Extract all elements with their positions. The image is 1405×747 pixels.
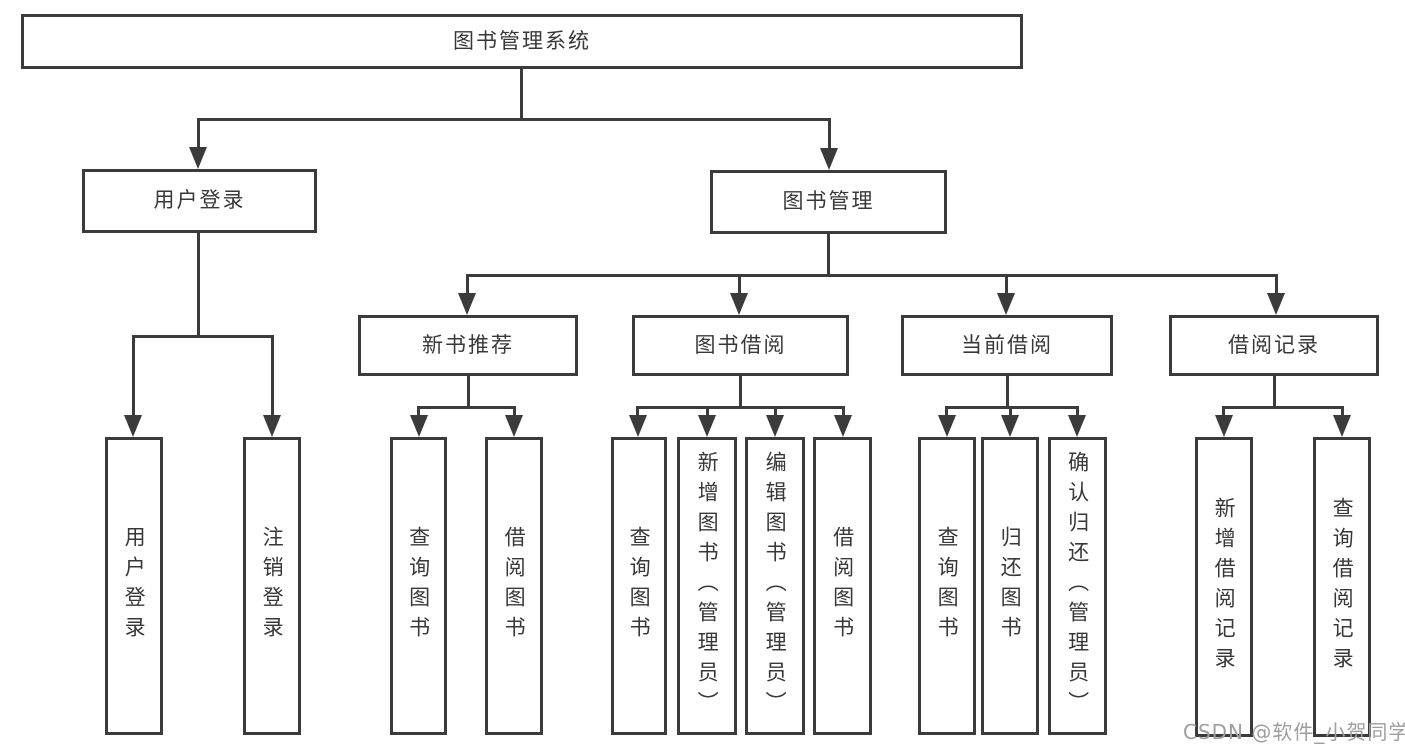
leaf-label: 新增图书（管理员） bbox=[695, 451, 720, 721]
connector-line bbox=[945, 406, 1079, 409]
connector-arrow bbox=[730, 293, 748, 315]
connector-line bbox=[706, 406, 709, 417]
leaf-label: 借阅图书 bbox=[502, 526, 527, 646]
connector-arrow bbox=[1068, 415, 1086, 437]
connector-arrow bbox=[1333, 415, 1351, 437]
leaf-label: 查询借阅记录 bbox=[1330, 497, 1355, 677]
connector-line bbox=[1076, 406, 1079, 417]
connector-arrow bbox=[938, 415, 956, 437]
connector-line bbox=[132, 335, 274, 338]
leaf-add-book-admin: 新增图书（管理员） bbox=[677, 437, 737, 735]
connector-line bbox=[739, 376, 742, 407]
connector-arrow bbox=[124, 415, 142, 437]
connector-arrow bbox=[1267, 293, 1285, 315]
node-label: 图书管理系统 bbox=[453, 28, 591, 53]
leaf-label: 归还图书 bbox=[998, 526, 1023, 646]
leaf-query-books-recommend: 查询图书 bbox=[390, 437, 447, 735]
connector-line bbox=[417, 406, 420, 417]
connector-arrow bbox=[698, 415, 716, 437]
connector-line bbox=[842, 406, 845, 417]
leaf-label: 新增借阅记录 bbox=[1212, 497, 1237, 677]
connector-line bbox=[271, 335, 274, 416]
connector-arrow bbox=[834, 415, 852, 437]
connector-line bbox=[132, 335, 135, 416]
connector-arrow bbox=[629, 415, 647, 437]
connector-line bbox=[1222, 406, 1225, 417]
leaf-query-books-current: 查询图书 bbox=[918, 437, 976, 735]
connector-line bbox=[738, 274, 741, 294]
connector-arrow bbox=[1215, 415, 1233, 437]
connector-line bbox=[466, 274, 469, 294]
leaf-borrow-books-borrowing: 借阅图书 bbox=[813, 437, 872, 735]
connector-line bbox=[1273, 376, 1276, 407]
connector-line bbox=[945, 406, 948, 417]
connector-arrow bbox=[997, 293, 1015, 315]
connector-line bbox=[827, 234, 830, 276]
leaf-user-login: 用户登录 bbox=[105, 437, 163, 735]
connector-line bbox=[1006, 376, 1009, 407]
connector-arrow bbox=[1001, 415, 1019, 437]
node-user-login: 用户登录 bbox=[82, 169, 317, 233]
leaf-label: 确认归还（管理员） bbox=[1065, 451, 1090, 721]
connector-arrow bbox=[505, 415, 523, 437]
connector-arrow bbox=[458, 293, 476, 315]
node-book-management: 图书管理 bbox=[710, 170, 947, 234]
leaf-confirm-return-admin: 确认归还（管理员） bbox=[1048, 437, 1107, 735]
node-label: 新书推荐 bbox=[422, 332, 514, 357]
node-book-borrowing: 图书借阅 bbox=[632, 315, 849, 376]
connector-arrow bbox=[820, 148, 838, 170]
leaf-edit-book-admin: 编辑图书（管理员） bbox=[745, 437, 805, 735]
node-label: 用户登录 bbox=[153, 188, 246, 213]
leaf-borrow-books-recommend: 借阅图书 bbox=[485, 437, 543, 735]
leaf-add-borrow-record: 新增借阅记录 bbox=[1195, 437, 1253, 737]
connector-line bbox=[828, 118, 831, 149]
connector-line bbox=[636, 406, 639, 417]
node-new-book-recommend: 新书推荐 bbox=[358, 315, 578, 376]
leaf-label: 注销登录 bbox=[260, 526, 285, 646]
connector-line bbox=[1009, 406, 1012, 417]
node-current-borrowing: 当前借阅 bbox=[901, 315, 1113, 376]
node-label: 图书管理 bbox=[782, 189, 875, 214]
connector-line bbox=[520, 69, 523, 118]
connector-line bbox=[417, 406, 516, 409]
connector-line bbox=[197, 118, 831, 121]
leaf-query-borrow-record: 查询借阅记录 bbox=[1313, 437, 1371, 737]
leaf-return-book: 归还图书 bbox=[981, 437, 1039, 735]
connector-line bbox=[513, 406, 516, 417]
leaf-label: 查询图书 bbox=[935, 526, 960, 646]
node-label: 当前借阅 bbox=[961, 332, 1053, 357]
leaf-label: 编辑图书（管理员） bbox=[763, 451, 788, 721]
connector-line bbox=[197, 118, 200, 148]
connector-line bbox=[1341, 406, 1344, 417]
connector-line bbox=[636, 406, 845, 409]
connector-line bbox=[1005, 274, 1008, 294]
leaf-logout: 注销登录 bbox=[243, 437, 301, 735]
connector-line bbox=[197, 233, 200, 335]
connector-arrow bbox=[766, 415, 784, 437]
leaf-query-books-borrowing: 查询图书 bbox=[611, 437, 667, 735]
leaf-label: 用户登录 bbox=[122, 526, 147, 646]
connector-line bbox=[467, 376, 470, 407]
leaf-label: 查询图书 bbox=[406, 526, 431, 646]
node-label: 图书借阅 bbox=[694, 332, 787, 357]
connector-line bbox=[1222, 406, 1344, 409]
connector-arrow bbox=[263, 415, 281, 437]
leaf-label: 查询图书 bbox=[627, 526, 652, 646]
connector-arrow bbox=[189, 147, 207, 169]
connector-line bbox=[774, 406, 777, 417]
node-library-management-system: 图书管理系统 bbox=[21, 14, 1023, 69]
connector-line bbox=[466, 274, 1278, 277]
node-label: 借阅记录 bbox=[1228, 332, 1320, 357]
csdn-watermark: CSDN @软件_小贺同学 bbox=[1183, 720, 1405, 744]
connector-arrow bbox=[410, 415, 428, 437]
connector-line bbox=[1275, 274, 1278, 294]
leaf-label: 借阅图书 bbox=[830, 526, 855, 646]
node-borrowing-records: 借阅记录 bbox=[1169, 315, 1379, 376]
